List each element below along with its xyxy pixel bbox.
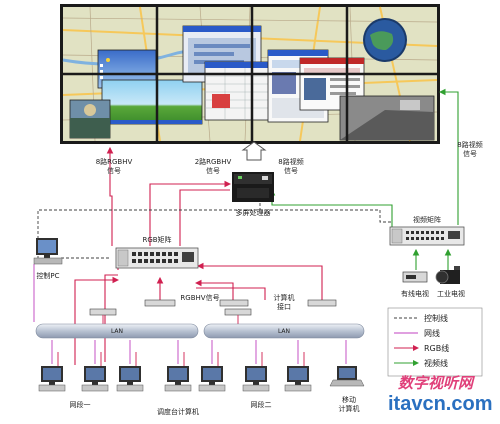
lan-switch-right [224,308,252,316]
workstation[interactable] [81,352,109,392]
legend-network-label: 网线 [424,328,440,338]
screen-window-wallpaper [101,79,203,125]
label-sig-vid: 8路视频信号 [278,157,303,175]
workstation[interactable] [116,352,144,392]
label-control-pc: 控制PC [36,271,59,280]
computer-row [38,352,365,392]
video-matrix[interactable] [389,226,465,246]
workstation[interactable] [38,352,66,392]
label-industrial-tv: 工业电视 [437,289,465,298]
workstation[interactable] [164,352,192,392]
multi-screen-processor[interactable] [232,172,274,202]
label-lan-2: LAN [278,328,290,335]
control-lines [37,194,392,263]
computer-interface-box [307,299,337,307]
label-mobile: 移动计算机 [339,395,360,413]
watermark-cn: 数字视听网 [398,374,474,392]
processor-output [241,141,267,161]
rgbhv-converter-2 [219,299,249,307]
screen-window-sheet [204,61,274,121]
label-net-1: 网段一 [70,400,91,409]
rgbhv-converter-1 [144,299,176,307]
network-lines [33,264,347,364]
mobile-computer[interactable] [329,366,365,387]
control-pc[interactable] [33,238,63,265]
label-processor: 多屏处理器 [236,208,271,217]
rgb-matrix[interactable] [115,247,199,269]
label-cable-tv: 有线电视 [401,289,429,298]
cable-tv-box[interactable] [402,271,428,283]
lan-switch-left [89,308,117,316]
label-lan-1: LAN [111,328,123,335]
lan-bar-2 [203,323,365,339]
workstation[interactable] [198,352,226,392]
label-rgb-matrix: RGB矩阵 [142,235,171,244]
label-dispatch: 调度台计算机 [157,407,199,416]
lan-bar-1 [35,323,199,339]
label-computer-interface: 计算机接口 [274,293,295,311]
label-video-matrix: 视频矩阵 [413,215,441,224]
workstation[interactable] [284,352,312,392]
industrial-camera[interactable] [435,266,460,284]
label-rgbhv-signal: RGBHV信号 [180,293,219,302]
workstation[interactable] [242,352,270,392]
legend-control-label: 控制线 [424,313,448,323]
legend-video-label: 视频线 [424,358,448,368]
video-wall [60,4,440,144]
label-sig-right: 8路视频信号 [457,140,482,158]
label-net-2: 网段二 [251,400,272,409]
legend-rgb-label: RGB线 [424,343,449,353]
watermark-en: itavcn.com [388,393,493,415]
legend: 控制线 网线 RGB线 视频线 [387,307,483,377]
